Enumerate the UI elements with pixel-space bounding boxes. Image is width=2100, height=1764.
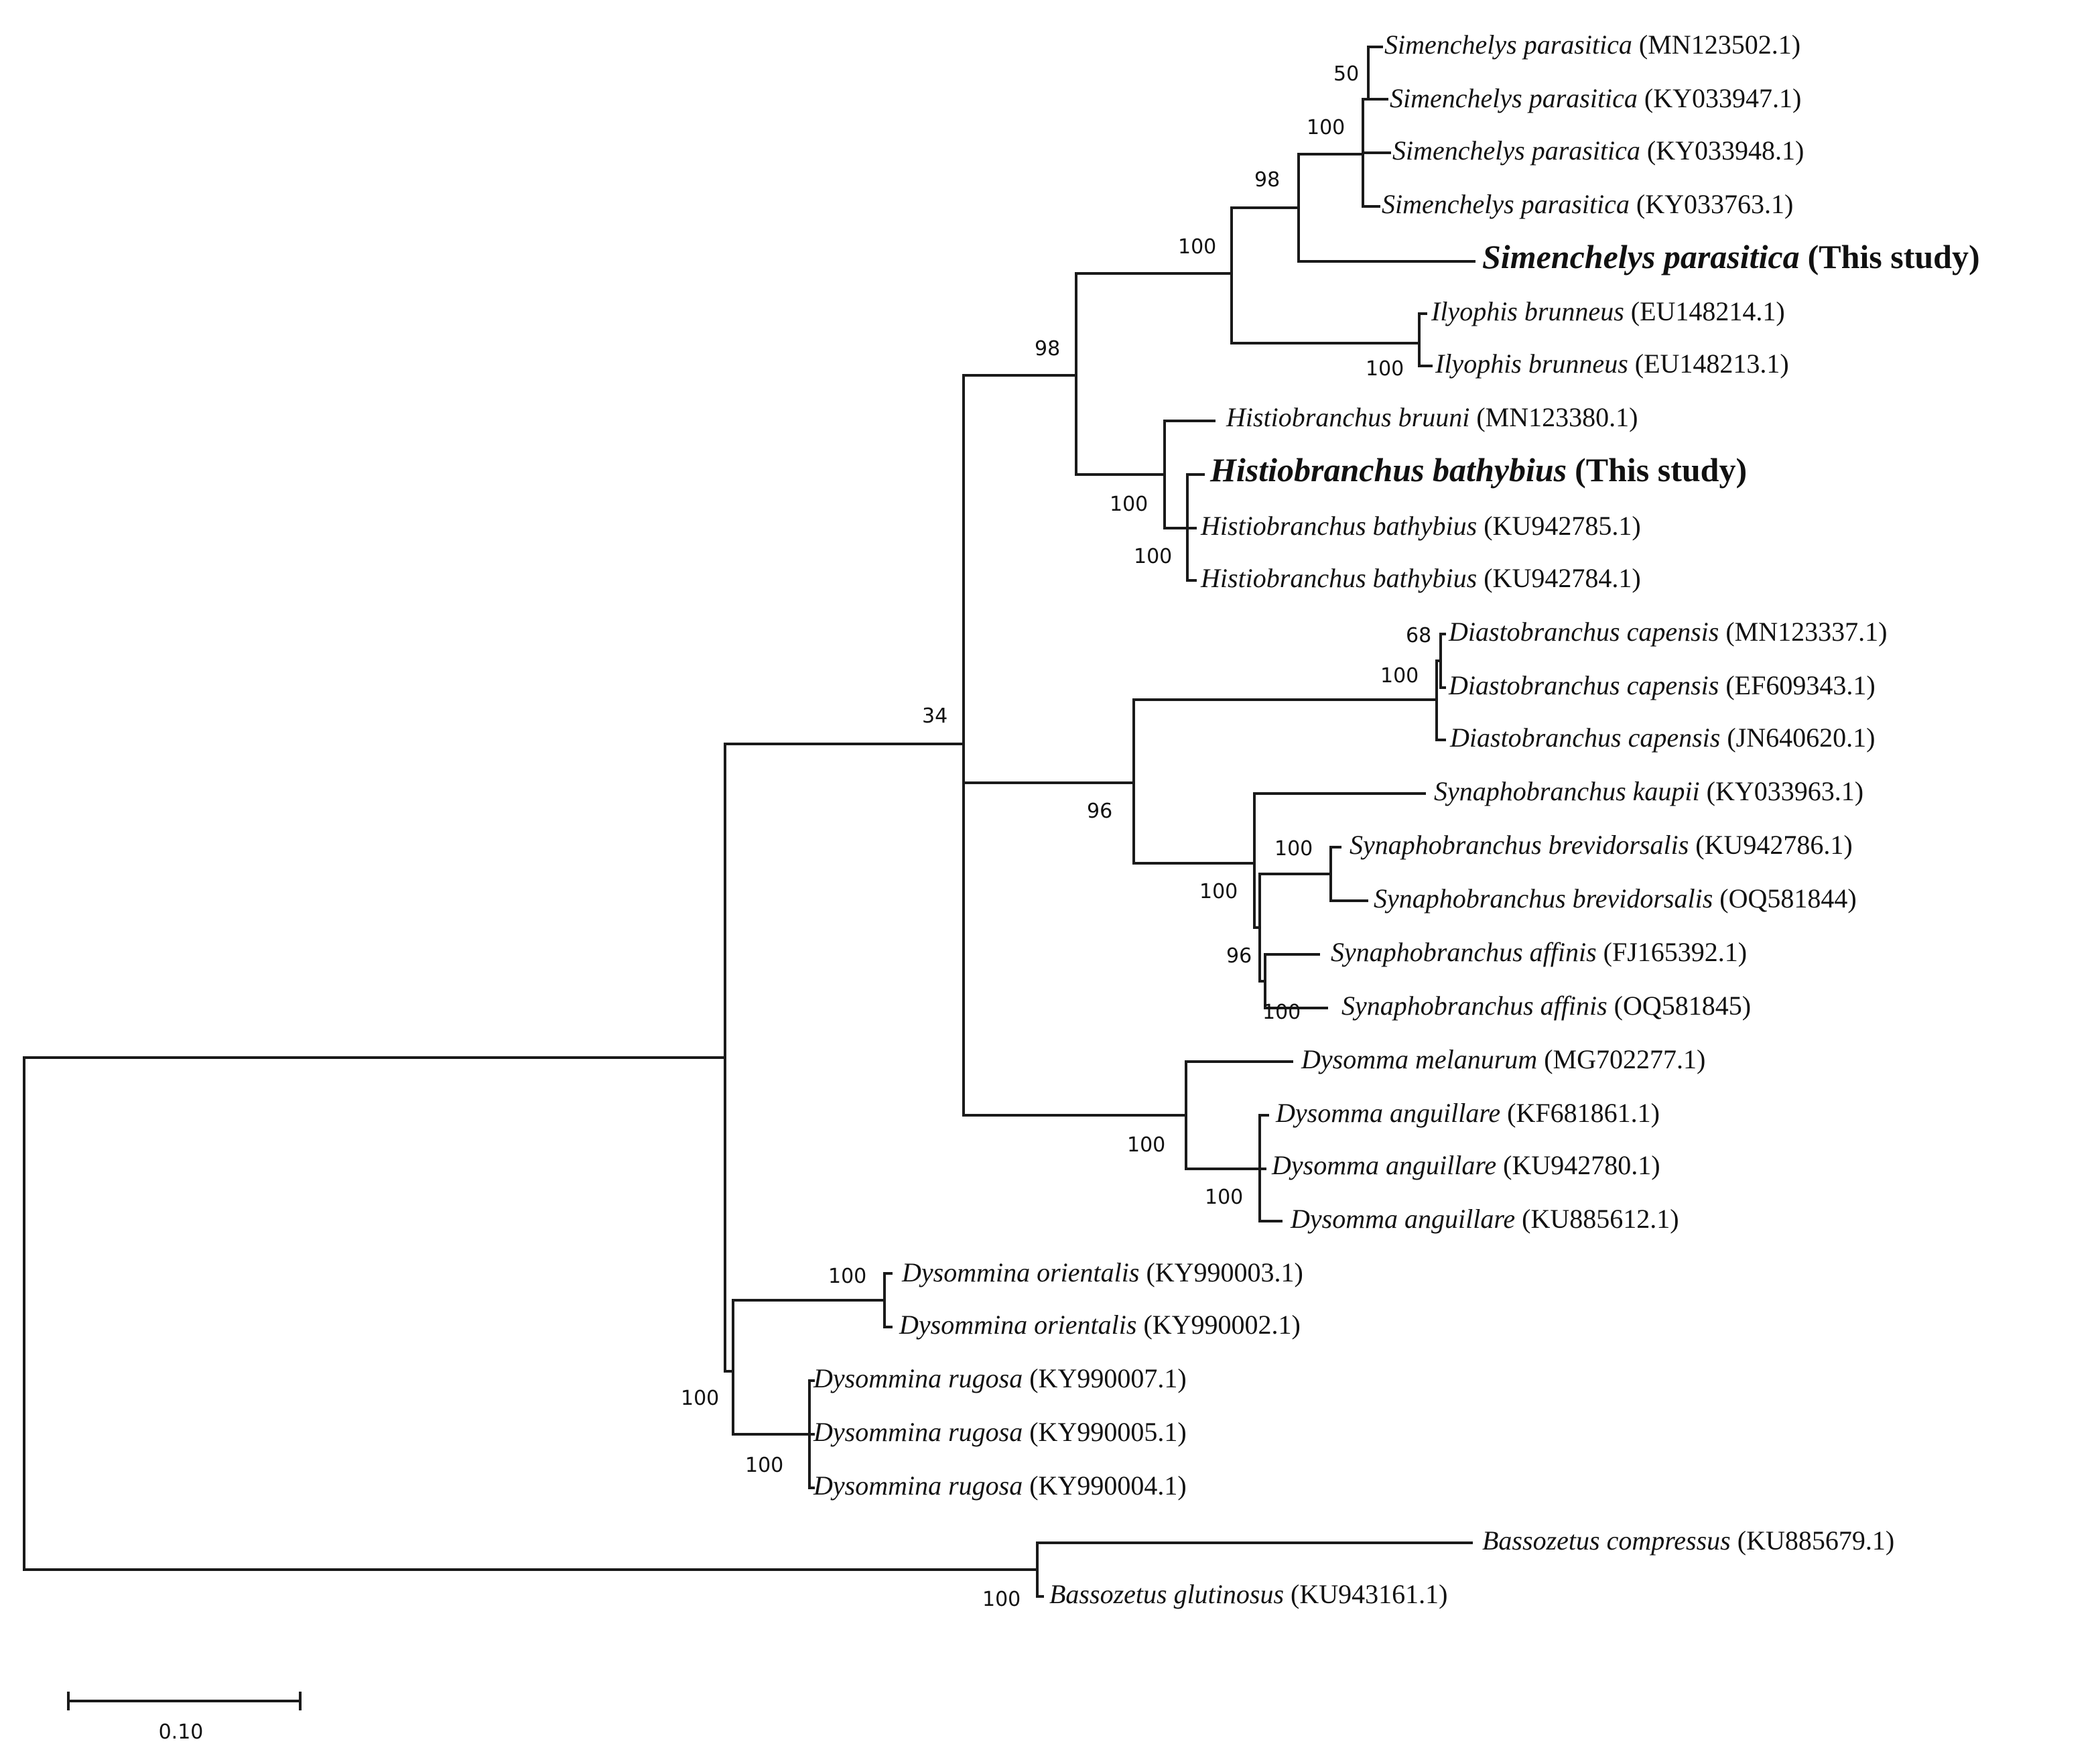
taxon-label: Dysommina rugosa(KY990004.1): [813, 1470, 1187, 1501]
taxon-label: Diastobranchus capensis(JN640620.1): [1449, 722, 1875, 753]
bootstrap-value: 96: [1226, 944, 1252, 968]
bootstrap-value: 100: [828, 1265, 866, 1288]
bootstrap-value: 100: [1134, 545, 1172, 568]
taxon-label: Simenchelys parasitica(MN123502.1): [1384, 29, 1800, 60]
taxon-label: Histiobranchus bathybius(KU942784.1): [1200, 563, 1641, 593]
taxon-label: Histiobranchus bathybius(KU942785.1): [1200, 511, 1641, 541]
taxon-label: Diastobranchus capensis(MN123337.1): [1448, 617, 1887, 647]
bootstrap-value: 100: [982, 1588, 1021, 1611]
taxon-label: Dysomma melanurum(MG702277.1): [1301, 1044, 1705, 1074]
bootstrap-value: 100: [1262, 1001, 1301, 1024]
taxon-label-highlighted: Simenchelys parasitica(This study): [1482, 238, 1980, 275]
bootstrap-value: 34: [922, 704, 947, 728]
taxon-label: Synaphobranchus affinis(OQ581845): [1341, 991, 1751, 1021]
bootstrap-value: 100: [745, 1454, 783, 1477]
bootstrap-value: 100: [1205, 1186, 1243, 1209]
taxon-label: Ilyophis brunneus(EU148213.1): [1435, 349, 1789, 379]
bootstrap-value: 98: [1035, 337, 1060, 361]
bootstrap-value: 100: [1110, 493, 1148, 516]
taxon-label: Histiobranchus bruuni(MN123380.1): [1226, 402, 1638, 432]
bootstrap-value: 100: [1127, 1133, 1165, 1157]
taxon-label-highlighted: Histiobranchus bathybius(This study): [1209, 451, 1747, 489]
scale-bar-label: 0.10: [159, 1720, 204, 1744]
scale-bar: 0.10: [67, 1692, 302, 1744]
bootstrap-values: 50 100 98 100 100 98 100 100 34 68 100 9…: [681, 62, 1431, 1611]
taxon-label: Dysomma anguillare(KU885612.1): [1290, 1204, 1679, 1234]
taxon-label: Diastobranchus capensis(EF609343.1): [1448, 670, 1876, 700]
taxon-label: Synaphobranchus affinis(FJ165392.1): [1331, 937, 1747, 967]
taxon-label: Synaphobranchus kaupii(KY033963.1): [1434, 776, 1863, 806]
taxon-label: Simenchelys parasitica(KY033763.1): [1382, 189, 1793, 219]
taxon-label: Bassozetus glutinosus(KU943161.1): [1049, 1579, 1447, 1609]
taxon-label: Synaphobranchus brevidorsalis(OQ581844): [1374, 883, 1857, 914]
bootstrap-value: 100: [1380, 664, 1419, 688]
taxon-label: Simenchelys parasitica(KY033948.1): [1392, 135, 1804, 166]
bootstrap-value: 100: [1178, 235, 1216, 259]
taxon-label: Dysomma anguillare(KF681861.1): [1275, 1098, 1660, 1128]
taxon-label: Dysommina orientalis(KY990002.1): [899, 1310, 1301, 1340]
taxon-labels: Simenchelys parasitica(MN123502.1) Simen…: [813, 29, 1980, 1609]
bootstrap-value: 100: [1307, 116, 1345, 139]
bootstrap-value: 100: [1199, 880, 1238, 903]
bootstrap-value: 100: [681, 1387, 719, 1410]
tree-branches: [23, 46, 1475, 1598]
taxon-label: Ilyophis brunneus(EU148214.1): [1431, 296, 1785, 326]
taxon-label: Dysommina rugosa(KY990007.1): [813, 1363, 1187, 1393]
bootstrap-value: 96: [1087, 800, 1112, 823]
bootstrap-value: 68: [1406, 624, 1431, 647]
taxon-label: Simenchelys parasitica(KY033947.1): [1390, 83, 1801, 113]
taxon-label: Synaphobranchus brevidorsalis(KU942786.1…: [1350, 830, 1853, 860]
taxon-label: Dysommina orientalis(KY990003.1): [901, 1257, 1303, 1287]
bootstrap-value: 50: [1333, 62, 1359, 86]
bootstrap-value: 98: [1254, 168, 1280, 192]
bootstrap-value: 100: [1274, 837, 1313, 861]
taxon-label: Dysommina rugosa(KY990005.1): [813, 1417, 1187, 1447]
taxon-label: Dysomma anguillare(KU942780.1): [1271, 1150, 1660, 1180]
bootstrap-value: 100: [1366, 357, 1404, 381]
taxon-label: Bassozetus compressus(KU885679.1): [1482, 1525, 1894, 1556]
